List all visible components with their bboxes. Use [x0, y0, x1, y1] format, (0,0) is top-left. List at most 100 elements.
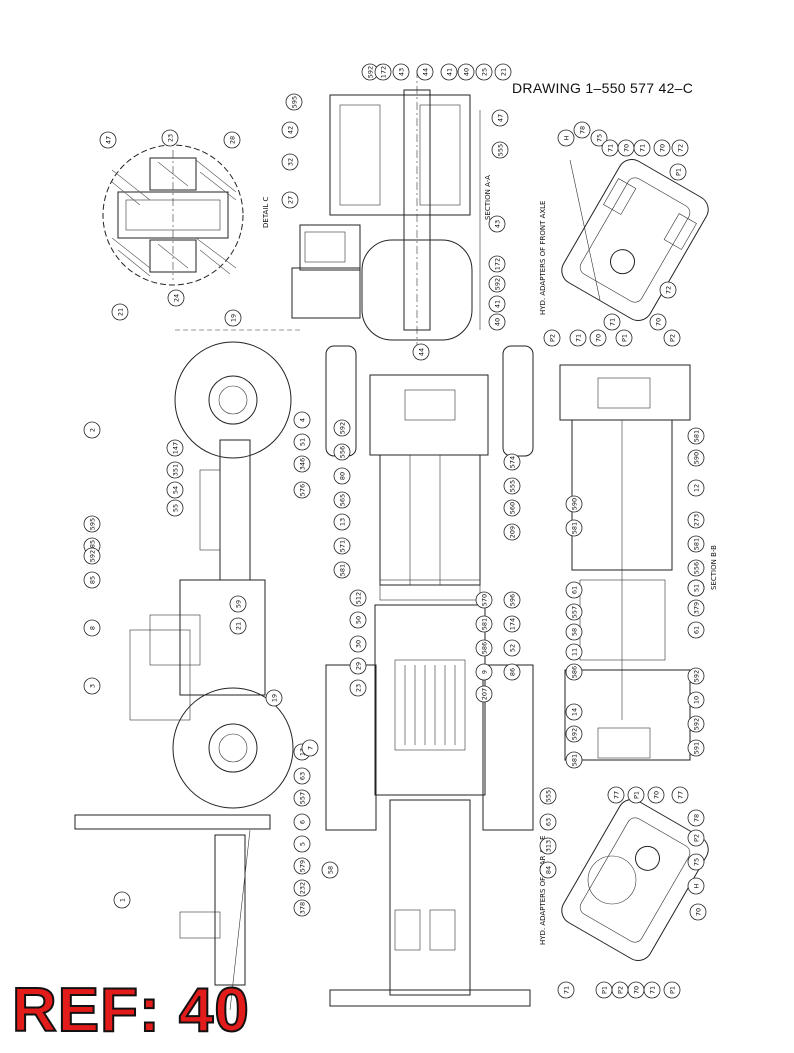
callout-bubble [687, 667, 705, 685]
callout-bubble [392, 63, 410, 81]
callout-number: 595 [89, 518, 97, 530]
callout-bubble [663, 981, 681, 999]
callout-bubble [569, 329, 587, 347]
callout-number: 71 [649, 986, 657, 994]
callout-bubble [265, 689, 283, 707]
callout-number: 63 [299, 772, 307, 780]
callout-bubble [333, 443, 351, 461]
callout-bubble [687, 599, 705, 617]
callout-number: P1 [601, 986, 609, 994]
callout-bubble [113, 891, 131, 909]
callout-number: 571 [339, 540, 347, 552]
callout-bubble [543, 329, 561, 347]
callout-bubble [633, 139, 651, 157]
callout-number: 55 [172, 504, 180, 512]
callout-bubble [475, 685, 493, 703]
callout-number: 2 [89, 428, 97, 432]
callout-bubble [301, 739, 319, 757]
callout-bubble [687, 579, 705, 597]
callout-number: P1 [669, 986, 677, 994]
callout-bubble [293, 789, 311, 807]
callout-number: 595 [291, 96, 299, 108]
callout-bubble [565, 751, 583, 769]
reference-label: REF: 40 [11, 976, 250, 1045]
callout-bubble [475, 663, 493, 681]
callout-number: 54 [172, 486, 180, 494]
callout-number: 574 [509, 456, 517, 468]
callout-bubble [687, 621, 705, 639]
callout-bubble [349, 679, 367, 697]
callout-bubble [333, 467, 351, 485]
callout-bubble [687, 739, 705, 757]
callout-number: 556 [693, 562, 701, 574]
callout-number: 75 [693, 858, 701, 866]
callout-number: 13 [299, 748, 307, 756]
callout-number: 52 [509, 644, 517, 652]
hyd-front-label: HYD. ADAPTERS OF FRONT AXLE [539, 201, 547, 315]
callout-bubble [293, 835, 311, 853]
callout-number: 71 [575, 334, 583, 342]
callout-bubble [321, 861, 339, 879]
callout-number: 3 [89, 684, 97, 688]
callout-bubble [687, 715, 705, 733]
callout-number: 586 [481, 642, 489, 654]
callout-number: 172 [494, 258, 502, 270]
callout-number: 209 [509, 526, 517, 538]
callout-number: 592 [693, 718, 701, 730]
callout-number: 581 [693, 538, 701, 550]
callout-bubble [293, 813, 311, 831]
callout-bubble [687, 479, 705, 497]
callout-bubble [229, 617, 247, 635]
callout-number: 42 [287, 126, 295, 134]
callout-bubble [293, 899, 311, 917]
callout-number: P1 [621, 334, 629, 342]
callout-bubble [161, 129, 179, 147]
callout-number: 14 [571, 708, 579, 716]
hyd-rear-label: HYD. ADAPTERS OF REAR AXLE [539, 835, 547, 945]
callout-bubble [687, 853, 705, 871]
callout-number: 47 [497, 114, 505, 122]
callout-number: 592 [367, 66, 375, 78]
callout-number: 555 [509, 480, 517, 492]
callout-number: 379 [693, 602, 701, 614]
callout-bubble [647, 786, 665, 804]
callout-number: 346 [299, 458, 307, 470]
callout-bubble [503, 477, 521, 495]
callout-number: 70 [623, 144, 631, 152]
callout-bubble [539, 861, 557, 879]
callout-number: 41 [446, 68, 454, 76]
callout-number: 512 [355, 592, 363, 604]
callout-number: 556 [339, 446, 347, 458]
callout-bubble [488, 275, 506, 293]
callout-number: P1 [633, 791, 641, 799]
callout-number: 557 [299, 792, 307, 804]
callout-number: 5 [299, 842, 307, 846]
callout-bubble [557, 129, 575, 147]
callout-bubble [565, 495, 583, 513]
callout-number: 70 [695, 908, 703, 916]
callout-number: 40 [463, 68, 471, 76]
callout-bubble [475, 63, 493, 81]
callout-number: 172 [380, 66, 388, 78]
callout-bubble [669, 163, 687, 181]
callout-bubble [83, 619, 101, 637]
callout-number: 70 [653, 791, 661, 799]
callout-number: 61 [693, 626, 701, 634]
callout-bubble [111, 303, 129, 321]
callout-number: 555 [497, 144, 505, 156]
callout-bubble [293, 481, 311, 499]
callout-number: 581 [693, 430, 701, 442]
callout-number: 592 [339, 422, 347, 434]
section-a-a: SECTION A-A [291, 70, 492, 345]
callout-bubble [653, 139, 671, 157]
callout-bubble [687, 691, 705, 709]
callout-number: 10 [693, 696, 701, 704]
callout-bubble [475, 615, 493, 633]
callout-bubble [627, 786, 645, 804]
callout-number: 23 [355, 684, 363, 692]
callout-bubble [565, 603, 583, 621]
callout-bubble [687, 511, 705, 529]
callout-bubble [687, 449, 705, 467]
callout-number: 570 [481, 594, 489, 606]
